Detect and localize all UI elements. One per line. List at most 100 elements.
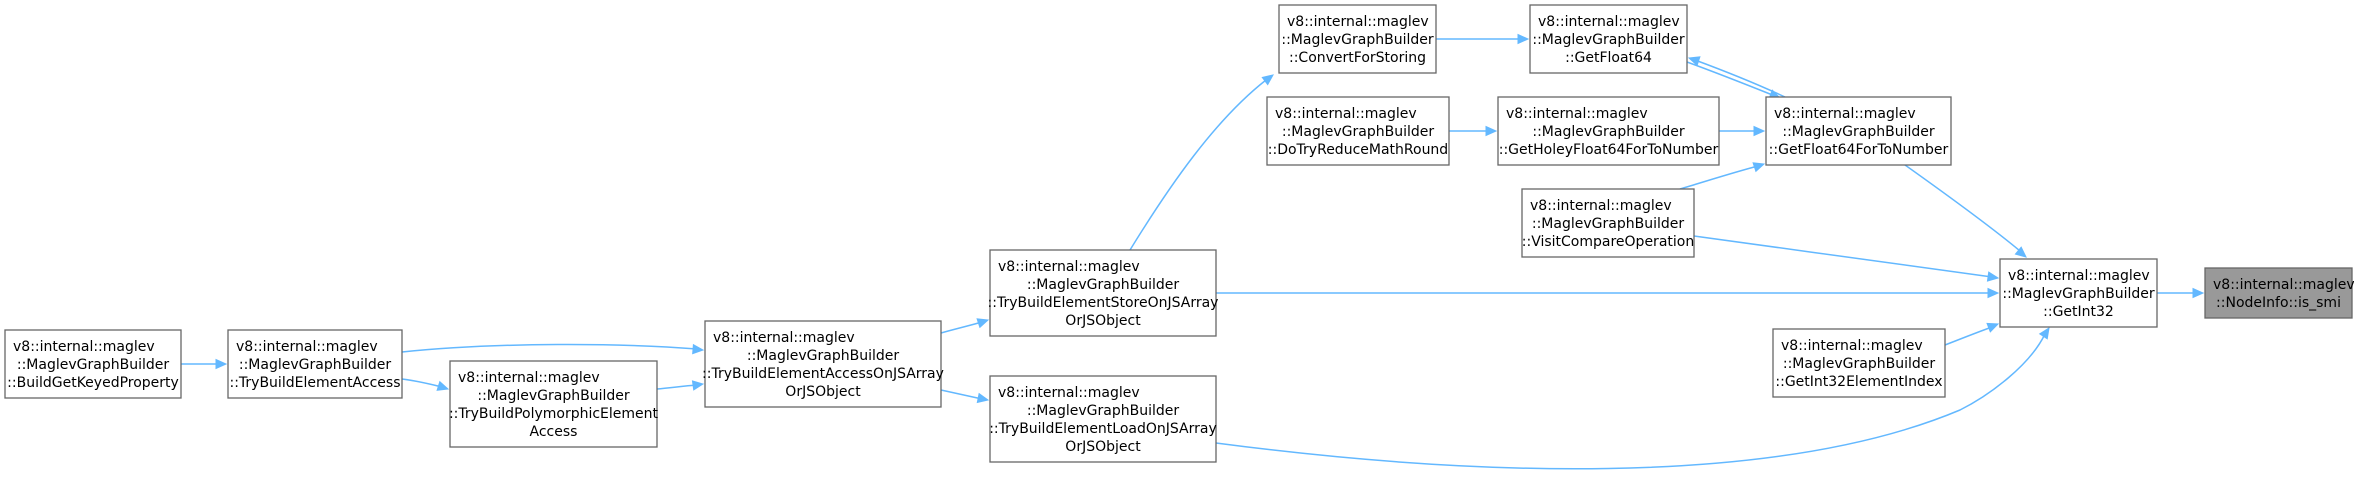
node-box [449,360,658,448]
node-box [1765,96,1952,166]
edge-GetInt32-to-is_smi [2157,287,2205,299]
node-ConvertForStoring[interactable]: v8::internal::maglev::MaglevGraphBuilder… [1278,4,1437,74]
edge-line [940,321,983,334]
node-TryBuildElementAccessOnJSArrayOrJSObject[interactable]: v8::internal::maglev::MaglevGraphBuilder… [702,320,944,408]
edge-TryBuildElementAccessOnJSArrayOrJSObject-to-TryBuildElementStoreOnJSArrayOrJSObject [940,318,990,334]
edge-DoTryReduceMathRound-to-GetHoleyFloat64ForToNumber [1449,125,1498,137]
arrowhead-icon [691,380,705,391]
node-VisitCompareOperation[interactable]: v8::internal::maglev::MaglevGraphBuilder… [1521,188,1695,258]
edge-line [1129,79,1267,251]
edge-line [1944,326,1993,346]
edge-line [940,389,983,400]
arrowhead-icon [1485,125,1498,137]
node-TryBuildElementLoadOnJSArrayOrJSObject[interactable]: v8::internal::maglev::MaglevGraphBuilder… [989,375,1217,463]
node-box [1278,4,1437,74]
node-label-line: v8::internal::maglev [998,259,1140,275]
node-GetInt32[interactable]: v8::internal::maglev::MaglevGraphBuilder… [1999,258,2158,328]
edge-GetFloat64ForToNumber-to-GetInt32 [1904,164,2027,258]
node-GetInt32ElementIndex[interactable]: v8::internal::maglev::MaglevGraphBuilder… [1772,328,1946,398]
node-label-line: OrJSObject [1065,313,1141,329]
edge-TryBuildElementLoadOnJSArrayOrJSObject-to-GetInt32 [1215,326,2050,470]
node-label-line: ::TryBuildElementLoadOnJSArray [989,421,1217,437]
node-box [1999,258,2158,328]
node-box [989,375,1217,463]
node-GetFloat64ForToNumber[interactable]: v8::internal::maglev::MaglevGraphBuilder… [1765,96,1952,166]
arrowhead-icon [976,392,990,404]
node-label-line: v8::internal::maglev [1275,106,1417,122]
node-label-line: ::TryBuildElementStoreOnJSArray [988,295,1219,311]
edge-line [1904,164,2021,252]
node-GetFloat64[interactable]: v8::internal::maglev::MaglevGraphBuilder… [1529,4,1688,74]
edge-TryBuildElementAccess-to-TryBuildPolymorphicElementAccess [401,378,450,391]
node-label-line: ::MaglevGraphBuilder [239,357,391,373]
edge-TryBuildElementStoreOnJSArrayOrJSObject-to-ConvertForStoring [1129,74,1274,251]
arrowhead-icon [1986,322,2000,333]
node-label-line: ::TryBuildElementAccess [229,375,400,391]
edge-BuildGetKeyedProperty-to-TryBuildElementAccess [181,358,228,370]
node-label-line: ::MaglevGraphBuilder [1027,403,1179,419]
node-box [989,249,1217,337]
node-label-line: ::MaglevGraphBuilder [1783,356,1935,372]
node-label-line: v8::internal::maglev [998,385,1140,401]
node-label-line: ::MaglevGraphBuilder [1282,124,1434,140]
edge-VisitCompareOperation-to-GetInt32 [1693,235,2000,282]
node-box [2204,267,2353,319]
edge-ConvertForStoring-to-GetFloat64 [1436,33,1530,45]
node-BuildGetKeyedProperty[interactable]: v8::internal::maglev::MaglevGraphBuilder… [4,329,182,399]
arrowhead-icon [1753,125,1766,137]
edge-line [1679,165,1759,190]
node-TryBuildPolymorphicElementAccess[interactable]: v8::internal::maglev::MaglevGraphBuilder… [449,360,659,448]
node-DoTryReduceMathRound[interactable]: v8::internal::maglev::MaglevGraphBuilder… [1266,96,1450,166]
node-label-line: v8::internal::maglev [2008,268,2150,284]
node-label-line: ::NodeInfo::is_smi [2216,295,2341,311]
node-label-line: ::MaglevGraphBuilder [477,388,629,404]
node-label-line: ::MaglevGraphBuilder [17,357,169,373]
node-label-line: v8::internal::maglev [1538,14,1680,30]
node-box [1521,188,1695,258]
node-label-line: ::VisitCompareOperation [1522,234,1694,250]
node-box [4,329,182,399]
arrowhead-icon [2192,287,2205,299]
node-label-line: ::MaglevGraphBuilder [1782,124,1934,140]
edge-GetInt32ElementIndex-to-GetInt32 [1944,322,2000,346]
edge-TryBuildElementStoreOnJSArrayOrJSObject-to-GetInt32 [1216,287,2000,299]
node-label-line: v8::internal::maglev [1774,106,1916,122]
node-label-line: ::MaglevGraphBuilder [1532,32,1684,48]
edge-line [401,343,698,353]
edge-GetHoleyFloat64ForToNumber-to-GetFloat64ForToNumber [1719,125,1766,137]
node-label-line: ::GetInt32ElementIndex [1775,374,1942,390]
node-label-line: ::TryBuildPolymorphicElement [449,406,659,422]
node-label-line: v8::internal::maglev [1781,338,1923,354]
node-label-line: OrJSObject [785,384,861,400]
node-box [1266,96,1450,166]
node-box [1497,96,1720,166]
node-label-line: v8::internal::maglev [1506,106,1648,122]
edge-TryBuildElementAccessOnJSArrayOrJSObject-to-TryBuildElementLoadOnJSArrayOrJSObject [940,389,990,404]
node-label-line: ::BuildGetKeyedProperty [7,375,179,391]
node-box [1529,4,1688,74]
arrowhead-icon [2014,246,2027,258]
node-box [704,320,942,408]
arrowhead-icon [215,358,228,370]
arrowhead-icon [436,380,450,391]
node-label-line: ::MaglevGraphBuilder [1532,216,1684,232]
node-GetHoleyFloat64ForToNumber[interactable]: v8::internal::maglev::MaglevGraphBuilder… [1497,96,1720,166]
node-label-line: v8::internal::maglev [1287,14,1429,30]
node-label-line: ::MaglevGraphBuilder [1027,277,1179,293]
node-label-line: Access [530,424,578,440]
edge-TryBuildPolymorphicElementAccess-to-TryBuildElementAccessOnJSArrayOrJSObject [656,380,705,391]
node-label-line: ::ConvertForStoring [1289,50,1426,66]
edge-line [1215,333,2046,470]
node-label-line: ::GetFloat64ForToNumber [1769,142,1949,158]
node-label-line: ::MaglevGraphBuilder [1532,124,1684,140]
node-TryBuildElementStoreOnJSArrayOrJSObject[interactable]: v8::internal::maglev::MaglevGraphBuilder… [988,249,1219,337]
node-TryBuildElementAccess[interactable]: v8::internal::maglev::MaglevGraphBuilder… [227,329,403,399]
edge-VisitCompareOperation-to-GetFloat64ForToNumber [1679,162,1766,190]
arrowhead-icon [1986,271,2000,282]
node-label-line: ::DoTryReduceMathRound [1268,142,1448,158]
edge-line [1686,61,1776,97]
node-label-line: v8::internal::maglev [2213,277,2354,293]
node-label-line: v8::internal::maglev [1530,198,1672,214]
node-label-line: ::GetHoleyFloat64ForToNumber [1499,142,1719,158]
